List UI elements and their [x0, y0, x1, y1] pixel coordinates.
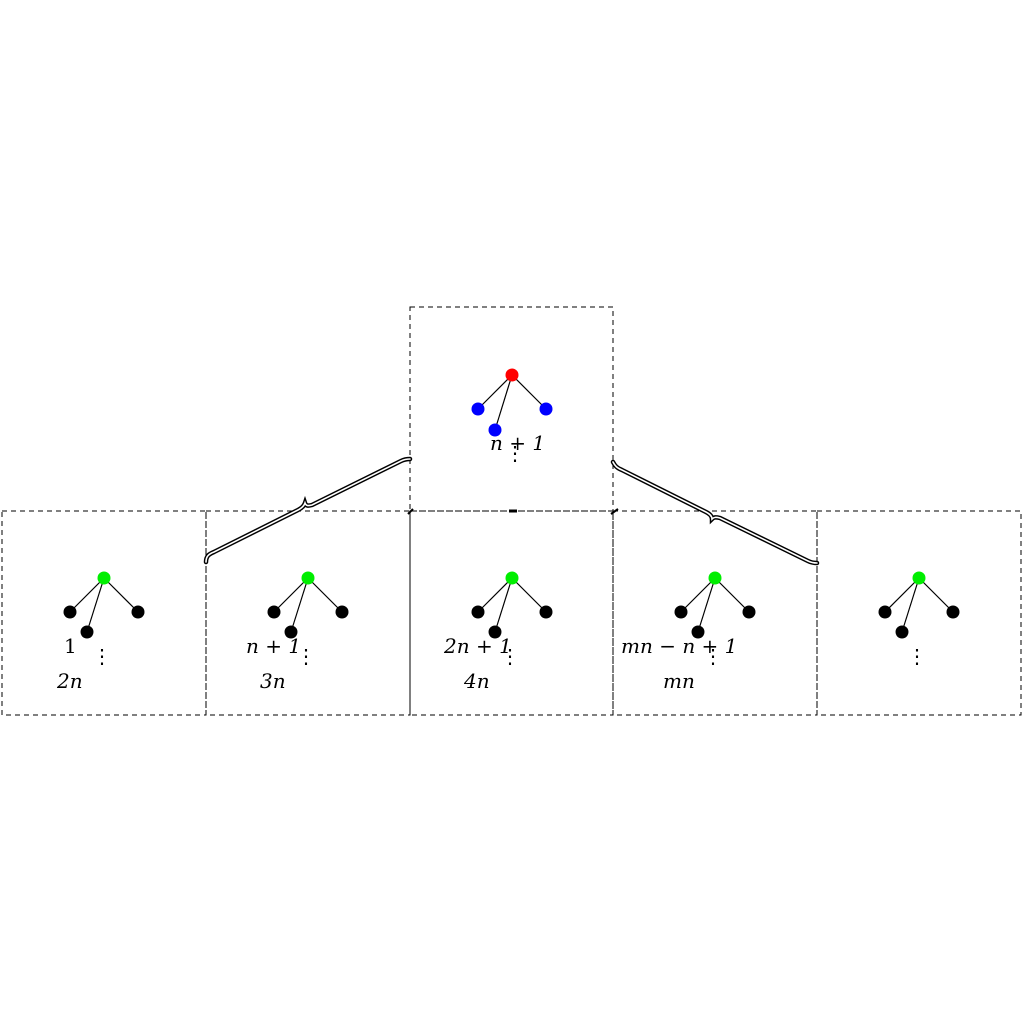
leaf-node	[742, 605, 756, 619]
bottom-tree-4: ⋮mn − n + 1 mn	[621, 571, 756, 693]
leaf-node	[63, 605, 77, 619]
brace-tick-left	[407, 508, 414, 515]
sub-root-node	[912, 571, 926, 585]
brace-right	[610, 459, 820, 566]
top-tree: n + 1 ⋮	[471, 368, 553, 465]
leaf-node	[878, 605, 892, 619]
leaf-node	[674, 605, 688, 619]
leaf-node	[267, 605, 281, 619]
sub-root-node	[708, 571, 722, 585]
leaf-node	[284, 625, 298, 639]
leaf-node	[895, 625, 909, 639]
end-label: 4n	[463, 669, 490, 693]
leaf-node	[539, 605, 553, 619]
start-label: n + 1	[246, 634, 301, 658]
top-child-node	[471, 402, 485, 416]
leaf-node	[946, 605, 960, 619]
top-child-node	[488, 423, 502, 437]
top-child-node	[539, 402, 553, 416]
bottom-tree-1: ⋮ 1 2n	[56, 571, 145, 693]
leaf-node	[335, 605, 349, 619]
leaf-node	[80, 625, 94, 639]
top-label: n + 1	[490, 431, 545, 455]
root-node	[505, 368, 519, 382]
bottom-tree-5: ⋮	[878, 571, 960, 668]
end-label: 3n	[260, 669, 286, 693]
vertical-dots: ⋮	[296, 644, 316, 668]
vertical-dots: ⋮	[505, 441, 525, 465]
leaf-node	[488, 625, 502, 639]
end-label: 2n	[56, 669, 83, 693]
top-box	[409, 306, 614, 512]
leaf-node	[691, 625, 705, 639]
leaf-node	[131, 605, 145, 619]
bottom-box-4	[612, 510, 818, 716]
leaf-node	[471, 605, 485, 619]
vertical-dots: ⋮	[907, 644, 927, 668]
start-label: 2n + 1	[443, 634, 512, 658]
bottom-box-3	[409, 510, 614, 716]
start-label: 1	[64, 634, 77, 658]
vertical-dots: ⋮	[500, 644, 520, 668]
vertical-dots: ⋮	[92, 644, 112, 668]
end-label: mn	[663, 669, 695, 693]
bottom-box-5	[816, 510, 1022, 716]
bottom-tree-2: ⋮n + 1 3n	[246, 571, 349, 693]
vertical-dots: ⋮	[703, 644, 723, 668]
sub-root-node	[301, 571, 315, 585]
bottom-box-1	[1, 510, 207, 716]
bottom-tree-3: ⋮2n + 1 4n	[443, 571, 553, 693]
brace-tick-right	[610, 508, 619, 515]
sub-root-node	[97, 571, 111, 585]
sub-root-node	[505, 571, 519, 585]
start-label: mn − n + 1	[621, 634, 737, 658]
